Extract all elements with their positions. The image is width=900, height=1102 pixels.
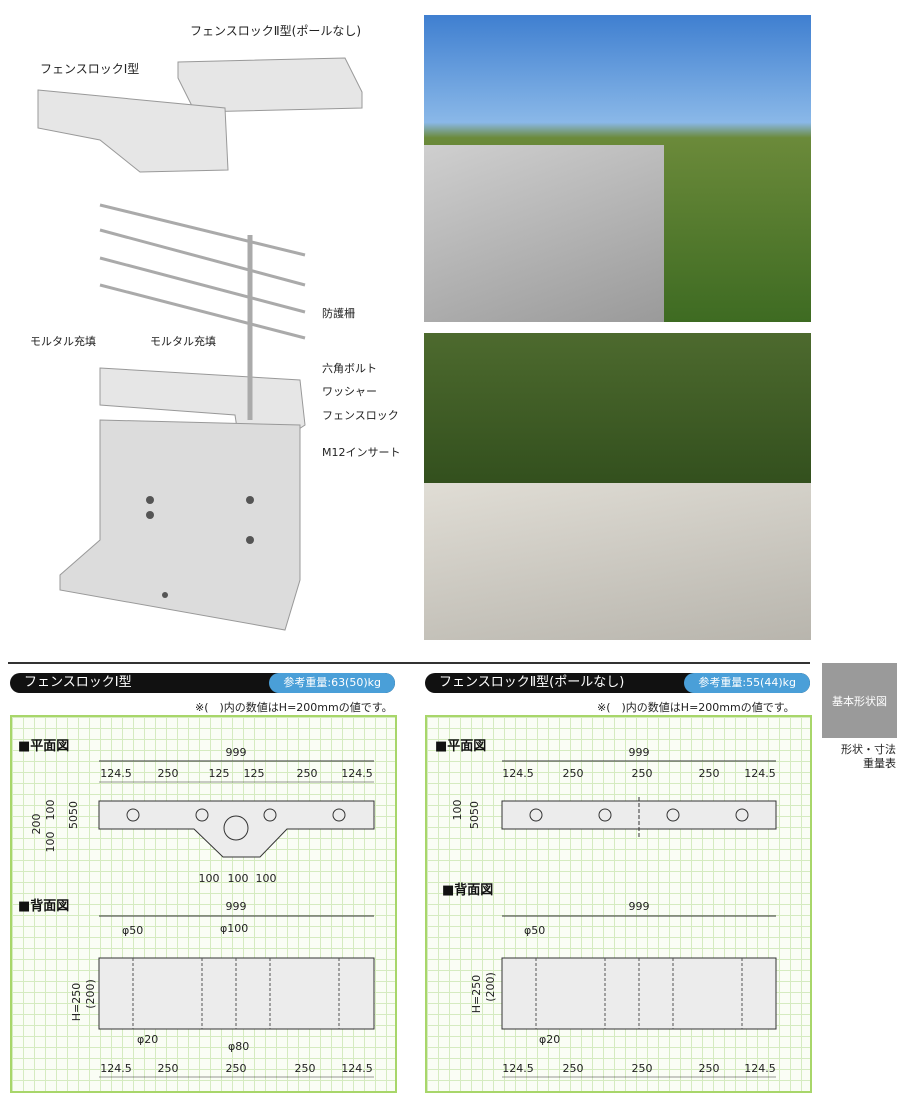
label-m12-insert: M12インサート (322, 446, 401, 459)
section2-drawing-panel: ■平面図 999 124.5 250 250 250 124.5 100 50 … (425, 715, 812, 1093)
label-guard-fence: 防護柵 (322, 307, 355, 320)
dim-total: 999 (226, 900, 247, 913)
label-mortar-1: モルタル充填 (30, 335, 96, 348)
dim: 100 (228, 872, 249, 885)
dim-total: 999 (629, 746, 650, 759)
label-hex-bolt: 六角ボルト (322, 362, 377, 375)
dim: 250 (632, 767, 653, 780)
dim: 250 (632, 1062, 653, 1075)
dim: 124.5 (744, 767, 776, 780)
section1-note: ※( )内の数値はH=200mmの値です。 (195, 701, 393, 714)
dim-total: 999 (629, 900, 650, 913)
dim: φ20 (137, 1033, 158, 1046)
photo-fence-field (424, 15, 811, 322)
dim: 125 (209, 767, 230, 780)
dim: 250 (158, 1062, 179, 1075)
dim: 50 (468, 815, 481, 829)
dim: φ100 (220, 922, 248, 935)
dim: 250 (158, 767, 179, 780)
back-heading: ■背面図 (442, 882, 493, 898)
label-fence-lock: フェンスロック (322, 409, 399, 422)
dim: φ50 (122, 924, 143, 937)
plan-heading: ■平面図 (18, 739, 69, 754)
dim: 124.5 (502, 1062, 534, 1075)
dim: 250 (226, 1062, 247, 1075)
section2-note: ※( )内の数値はH=200mmの値です。 (597, 701, 795, 714)
dim: 124.5 (341, 767, 373, 780)
dim: 250 (563, 1062, 584, 1075)
plan-heading: ■平面図 (435, 739, 486, 754)
dim: 100 (256, 872, 277, 885)
dim: 125 (244, 767, 265, 780)
dim: φ80 (228, 1040, 249, 1053)
plan-shape (98, 800, 375, 858)
dim: 124.5 (744, 1062, 776, 1075)
exploded-illustration (37, 57, 363, 631)
dim: 124.5 (341, 1062, 373, 1075)
dim-total: 999 (226, 746, 247, 759)
section1-weight-badge: 参考重量:63(50)kg (269, 673, 395, 693)
section1-drawing-panel: ■平面図 999 124.5 250 125 125 250 124.5 200… (10, 715, 397, 1093)
dim: (200) (84, 979, 97, 1009)
dim: 50 (468, 801, 481, 815)
dim: 100 (44, 832, 57, 853)
dim: H=250 (470, 975, 483, 1013)
fence-lock-type2-block (177, 57, 363, 113)
dim: 124.5 (100, 1062, 132, 1075)
dim: 250 (563, 767, 584, 780)
dim: H=250 (70, 983, 83, 1021)
label-mortar-2: モルタル充填 (150, 335, 216, 348)
dim: 124.5 (100, 767, 132, 780)
dim: 100 (451, 800, 464, 821)
retaining-wall-block (59, 419, 301, 631)
dim: (200) (484, 972, 497, 1002)
dim: 50 (67, 801, 80, 815)
sidebar-subtext: 形状・寸法 重量表 (841, 743, 896, 771)
back-heading: ■背面図 (18, 898, 69, 914)
divider (8, 662, 810, 664)
dim: φ20 (539, 1033, 560, 1046)
dim: 100 (44, 800, 57, 821)
sidebar-tab-basic-shape[interactable]: 基本形状図 (822, 663, 897, 738)
dim: φ50 (524, 924, 545, 937)
dim: 200 (30, 814, 43, 835)
section1-title-bar: フェンスロックⅠ型 参考重量:63(50)kg (10, 673, 395, 693)
sidebar-sub1: 形状・寸法 (841, 743, 896, 756)
fence-lock-type1-block (37, 89, 229, 173)
dim: 50 (67, 815, 80, 829)
section2-title-bar: フェンスロックⅡ型(ポールなし) 参考重量:55(44)kg (425, 673, 810, 693)
label-type2: フェンスロックⅡ型(ポールなし) (190, 24, 362, 38)
dim: 100 (199, 872, 220, 885)
dim: 124.5 (502, 767, 534, 780)
label-washer: ワッシャー (322, 385, 377, 398)
dim: 250 (699, 1062, 720, 1075)
photo-fence-corner (424, 333, 811, 640)
section2-title: フェンスロックⅡ型(ポールなし) (439, 675, 625, 690)
section2-weight-badge: 参考重量:55(44)kg (684, 673, 810, 693)
dim: 250 (297, 767, 318, 780)
label-type1: フェンスロックⅠ型 (40, 62, 140, 76)
dim: 250 (295, 1062, 316, 1075)
sidebar-sub2: 重量表 (863, 757, 896, 770)
dim: 250 (699, 767, 720, 780)
section1-title: フェンスロックⅠ型 (24, 675, 132, 690)
